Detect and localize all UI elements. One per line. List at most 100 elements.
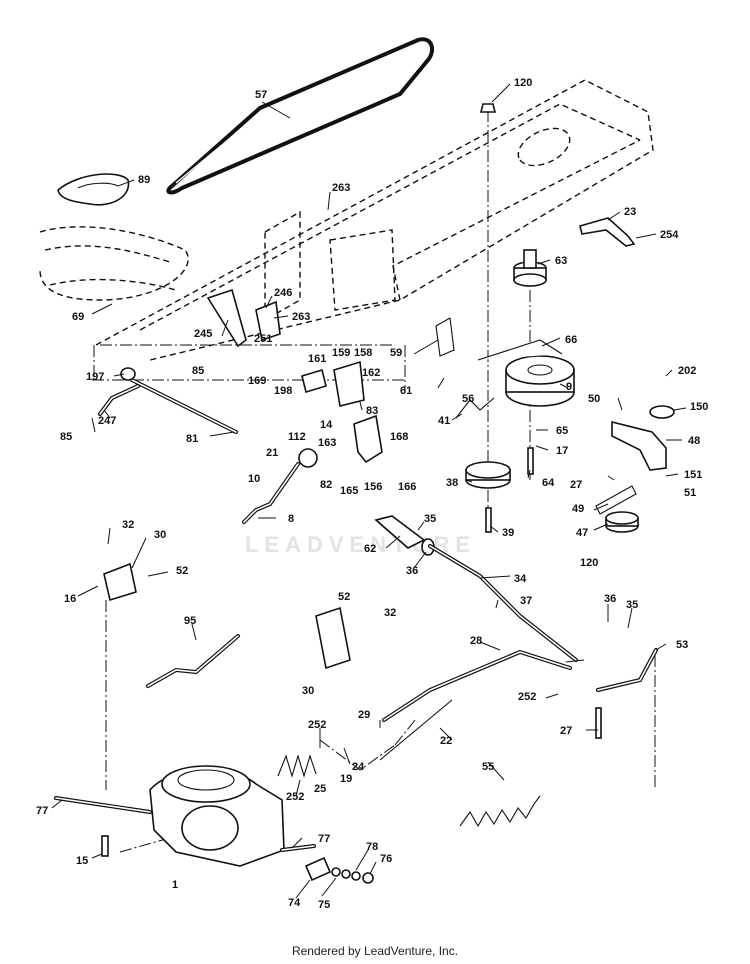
callout-38: 38 [446, 477, 458, 489]
callout-30: 30 [154, 529, 166, 541]
nut-76 [362, 872, 374, 884]
callout-263-b: 263 [292, 311, 310, 323]
callout-198: 198 [274, 385, 292, 397]
callout-168: 168 [390, 431, 408, 443]
callout-95: 95 [184, 615, 196, 627]
callout-25: 25 [314, 783, 326, 795]
callout-63: 63 [555, 255, 567, 267]
callout-66: 66 [565, 334, 577, 346]
callout-1: 1 [172, 879, 178, 891]
callout-169: 169 [248, 375, 266, 387]
callout-52: 52 [176, 565, 188, 577]
render-credit: Rendered by LeadVenture, Inc. [291, 944, 459, 958]
lever-163 [353, 414, 383, 464]
callout-64: 64 [542, 477, 555, 489]
cable-22 [379, 699, 453, 761]
callout-labels: 57 120 89 263 23 254 63 69 246 263 245 2… [36, 77, 708, 911]
callout-23: 23 [624, 206, 636, 218]
bracket-246 [255, 300, 281, 342]
callout-81: 81 [186, 433, 198, 445]
callout-49: 49 [572, 503, 584, 515]
callout-263: 263 [332, 182, 350, 194]
callout-77-b: 77 [318, 833, 330, 845]
bolt-64 [527, 447, 534, 475]
callout-35: 35 [424, 513, 436, 525]
rod-28 [382, 649, 572, 722]
callout-82: 82 [320, 479, 332, 491]
pedal-pad [57, 173, 130, 206]
callout-252-c: 252 [286, 791, 304, 803]
callout-62: 62 [364, 543, 376, 555]
callout-37: 37 [520, 595, 532, 607]
callout-246: 246 [274, 287, 292, 299]
callout-120: 120 [514, 77, 532, 89]
callout-16: 16 [64, 593, 76, 605]
bracket-245 [206, 288, 247, 348]
callout-76: 76 [380, 853, 392, 865]
bushing-198 [301, 368, 327, 394]
callout-48: 48 [688, 435, 700, 447]
callout-165: 165 [340, 485, 358, 497]
callout-47: 47 [576, 527, 588, 539]
callout-34: 34 [514, 573, 527, 585]
callout-30-b: 30 [302, 685, 314, 697]
bracket-30-upper [103, 562, 137, 602]
idler-pulley-63 [513, 249, 547, 287]
callout-245: 245 [194, 328, 212, 340]
callout-32: 32 [122, 519, 134, 531]
leader-lines [51, 83, 687, 899]
spacer-74 [304, 856, 332, 882]
callout-112: 112 [288, 431, 306, 443]
washer-75b [341, 869, 351, 879]
clip-59 [435, 317, 455, 357]
callout-36-b: 36 [604, 593, 616, 605]
callout-89: 89 [138, 174, 150, 186]
callout-22: 22 [440, 735, 452, 747]
callout-78: 78 [366, 841, 378, 853]
callout-75: 75 [318, 899, 330, 911]
bracket-49 [595, 485, 637, 515]
callout-158: 158 [354, 347, 372, 359]
callout-151: 151 [684, 469, 702, 481]
callout-69: 69 [72, 311, 84, 323]
callout-39: 39 [502, 527, 514, 539]
callout-65: 65 [556, 425, 568, 437]
pulley-47 [605, 511, 639, 533]
spring-25 [277, 754, 317, 778]
drive-belt [166, 37, 435, 195]
callout-166: 166 [398, 481, 416, 493]
pulley-38 [465, 461, 511, 489]
callout-56: 56 [462, 393, 474, 405]
transaxle-1 [54, 765, 316, 867]
callout-77: 77 [36, 805, 48, 817]
callout-202: 202 [678, 365, 696, 377]
callout-9: 9 [566, 381, 572, 393]
callout-41: 41 [438, 415, 450, 427]
washer-150 [649, 405, 675, 419]
bracket-158 [333, 360, 365, 407]
tractor-frame-outline [39, 79, 654, 361]
bracket-30-lower [315, 606, 351, 670]
wire-66 [477, 339, 563, 361]
rod-53 [596, 648, 658, 692]
callout-161: 161 [308, 353, 326, 365]
spring-41 [455, 397, 495, 419]
callout-197: 197 [86, 371, 104, 383]
callout-163: 163 [318, 437, 336, 449]
spring-55 [459, 795, 541, 828]
callout-159: 159 [332, 347, 350, 359]
callout-55: 55 [482, 761, 494, 773]
callout-28: 28 [470, 635, 482, 647]
callout-61: 61 [400, 385, 412, 397]
callout-29: 29 [358, 709, 370, 721]
bolt-27 [595, 707, 602, 739]
bracket-23 [579, 217, 636, 247]
callout-52-b: 52 [338, 591, 350, 603]
callout-32-b: 32 [384, 607, 396, 619]
arm-247 [98, 384, 140, 416]
callout-83: 83 [366, 405, 378, 417]
callout-85-b: 85 [60, 431, 72, 443]
callout-50: 50 [588, 393, 600, 405]
callout-156: 156 [364, 481, 382, 493]
